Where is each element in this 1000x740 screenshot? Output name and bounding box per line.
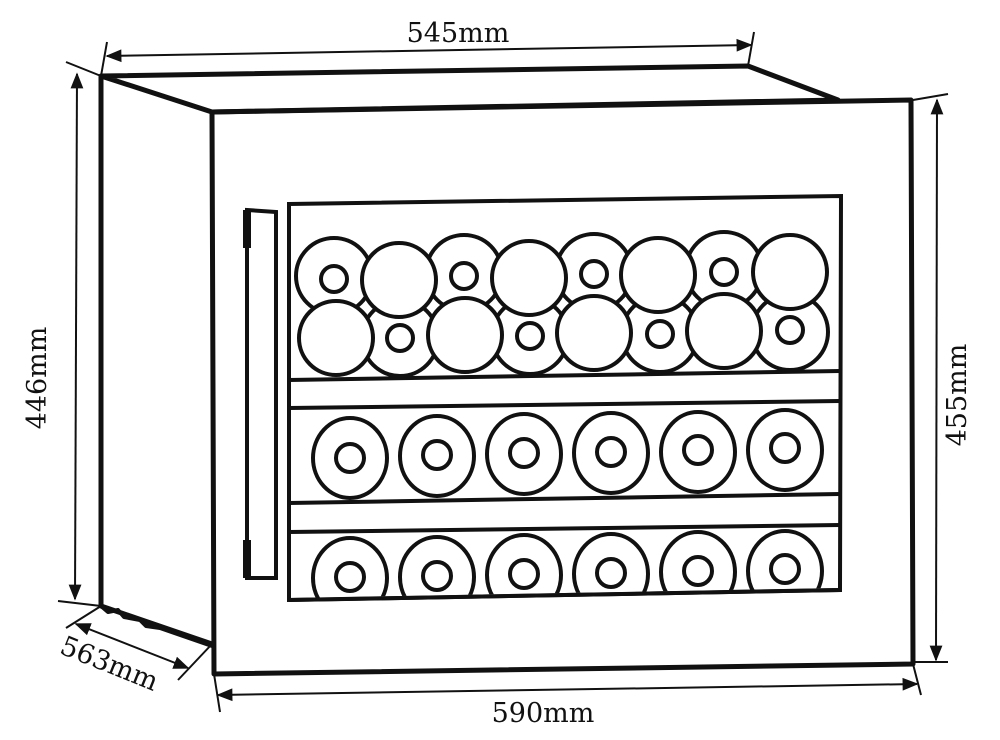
middle-rack-bottles: [311, 408, 824, 500]
shelf-divider: [288, 492, 841, 505]
door-handle: [243, 207, 278, 580]
dim-455-line: [929, 98, 944, 662]
dim-590-label: 590mm: [492, 698, 595, 729]
dimension-lines: [57, 31, 949, 713]
dim-563-label: 563mm: [56, 631, 163, 698]
dim-590-line: [216, 677, 919, 702]
dim-455-label: 455mm: [942, 344, 973, 447]
bottom-rack-bottles: [311, 529, 824, 598]
cabinet-left-side: [98, 76, 213, 647]
dim-545-line: [105, 38, 753, 63]
dim-446-label: 446mm: [22, 327, 53, 430]
top-rack-bottles: [294, 230, 830, 378]
dim-563-line: [74, 623, 190, 669]
dim-545-label: 545mm: [407, 18, 510, 49]
shelf-divider: [288, 369, 841, 382]
dim-446-line: [68, 72, 84, 601]
